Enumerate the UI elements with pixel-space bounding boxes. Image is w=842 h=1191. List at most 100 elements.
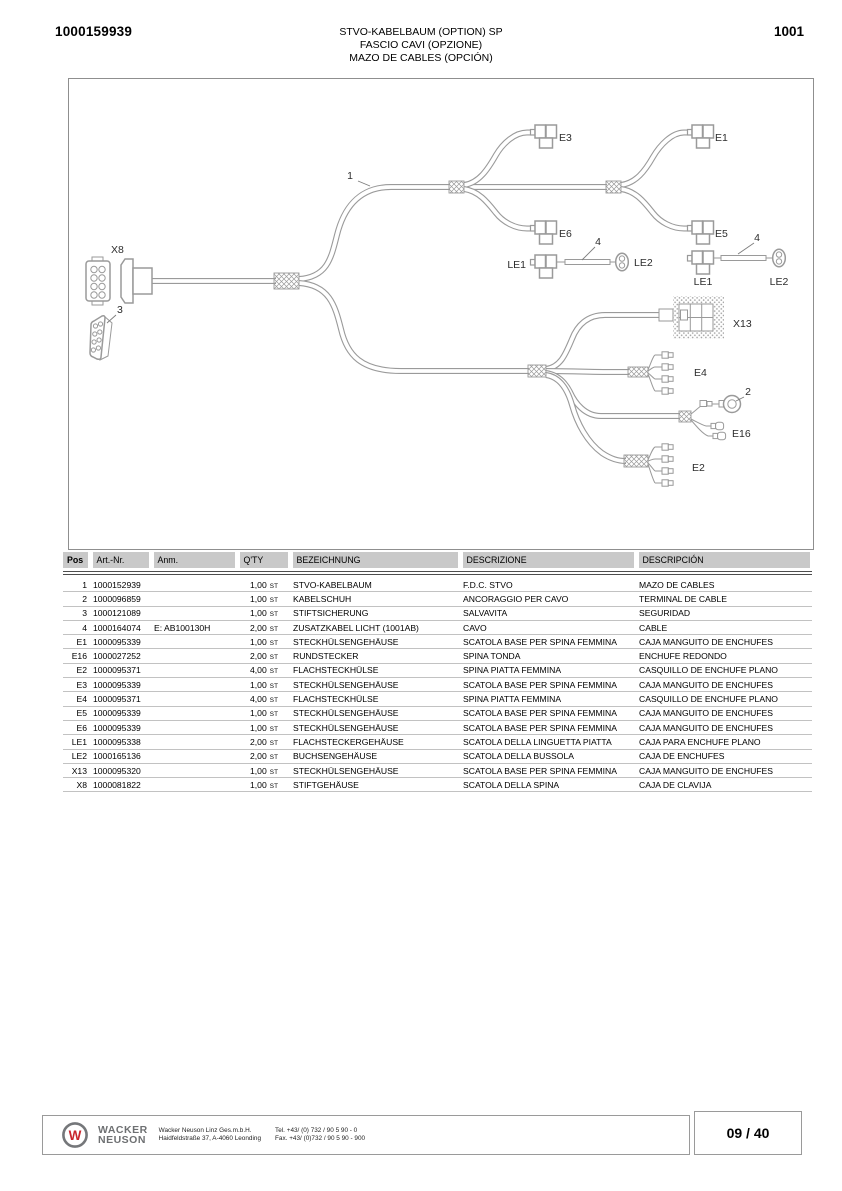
descrizione-cell: SCATOLA BASE PER SPINA FEMMINA <box>460 763 636 779</box>
descrizione-cell: ANCORAGGIO PER CAVO <box>460 591 636 607</box>
diagram-label-2: 2 <box>745 386 751 398</box>
artnr-cell: 1000095339 <box>90 634 151 650</box>
qty-value: 1,00 <box>250 708 267 719</box>
artnr-cell: 1000165136 <box>90 749 151 764</box>
qty-value: 2,00 <box>250 751 267 762</box>
bezeichnung-cell: STECKHÜLSENGEHÄUSE <box>290 763 460 779</box>
anm-cell <box>151 591 237 607</box>
bezeichnung-cell: ZUSATZKABEL LICHT (1001AB) <box>290 620 460 636</box>
col-header-anm: Anm. <box>151 552 240 568</box>
bezeichnung-cell: FLACHSTECKHÜLSE <box>290 691 460 707</box>
qty-value: 4,00 <box>250 665 267 676</box>
descrizione-cell: SPINA PIATTA FEMMINA <box>460 663 636 679</box>
wacker-neuson-logo: W <box>62 1122 88 1148</box>
descripcion-cell: CAJA MANGUITO DE ENCHUFES <box>636 706 812 721</box>
diagram-label-e16: E16 <box>732 428 751 440</box>
descripcion-cell: CAJA MANGUITO DE ENCHUFES <box>636 677 812 693</box>
descrizione-cell: SCATOLA BASE PER SPINA FEMMINA <box>460 706 636 721</box>
qty-unit: ST <box>269 611 279 619</box>
artnr-cell: 1000121089 <box>90 606 151 621</box>
artnr-cell: 1000095320 <box>90 763 151 779</box>
anm-cell <box>151 734 237 750</box>
pos-cell: LE1 <box>63 734 90 750</box>
bezeichnung-cell: STECKHÜLSENGEHÄUSE <box>290 634 460 650</box>
bezeichnung-cell: RUNDSTECKER <box>290 648 460 664</box>
anm-cell: E: AB100130H <box>151 620 237 636</box>
qty-unit: ST <box>269 625 279 633</box>
artnr-cell: 1000164074 <box>90 620 151 636</box>
col-header-pos: Pos <box>63 552 93 568</box>
anm-cell <box>151 606 237 621</box>
contact-info: Tel. +43/ (0) 732 / 90 5 90 - 0 Fax. +43… <box>275 1127 365 1144</box>
wiring-harness-diagram: X8 3 1 E3 E1 E6 E5 LE1 4 LE2 LE1 4 LE2 X… <box>85 124 788 487</box>
qty-value: 4,00 <box>250 694 267 705</box>
footer-bar: W WACKER NEUSON Wacker Neuson Linz Ges.m… <box>42 1115 690 1155</box>
descripcion-cell: CAJA DE ENCHUFES <box>636 749 812 764</box>
bezeichnung-cell: STECKHÜLSENGEHÄUSE <box>290 720 460 736</box>
bezeichnung-cell: BUCHSENGEHÄUSE <box>290 749 460 764</box>
pos-cell: 3 <box>63 606 90 621</box>
cable-sleeves <box>273 180 692 468</box>
pos-cell: X8 <box>63 777 90 793</box>
title-line-it: FASCIO CAVI (OPZIONE) <box>359 39 483 51</box>
page-indicator: 09 / 40 <box>694 1111 802 1155</box>
connector-e3 <box>529 124 558 149</box>
col-header-descrizione: DESCRIZIONE <box>460 552 639 568</box>
x8-connector <box>85 256 153 306</box>
qty-unit: ST <box>269 654 279 662</box>
col-header-qty: Q'TY <box>237 552 293 568</box>
diagram-label-e5: E5 <box>715 228 728 240</box>
descrizione-cell: CAVO <box>460 620 636 636</box>
bezeichnung-cell: KABELSCHUH <box>290 591 460 607</box>
anm-cell <box>151 578 237 593</box>
artnr-cell: 1000027252 <box>90 648 151 664</box>
descrizione-cell: SPINA PIATTA FEMMINA <box>460 691 636 707</box>
diagram-label-le2-mid: LE2 <box>634 257 653 269</box>
page-code: 1001 <box>773 24 804 39</box>
artnr-cell: 1000095371 <box>90 663 151 679</box>
pin-lock-wedge <box>89 314 113 361</box>
brand-wordmark: WACKER NEUSON <box>98 1125 148 1146</box>
anm-cell <box>151 777 237 793</box>
e4-terminals <box>647 351 674 395</box>
logo-letter: W <box>69 1128 82 1143</box>
diagram-label-le1-right: LE1 <box>694 276 713 288</box>
pos-cell: E5 <box>63 706 90 721</box>
qty-value: 2,00 <box>250 622 267 633</box>
e2-terminals <box>647 443 674 487</box>
pos-cell: E16 <box>63 648 90 664</box>
qty-unit: ST <box>269 697 279 705</box>
artnr-cell: 1000095339 <box>90 677 151 693</box>
col-header-artnr: Art.-Nr. <box>90 552 154 568</box>
anm-cell <box>151 749 237 764</box>
qty-unit: ST <box>269 711 279 719</box>
artnr-cell: 1000081822 <box>90 777 151 793</box>
anm-cell <box>151 634 237 650</box>
company-address: Wacker Neuson Linz Ges.m.b.H. Haidfeldst… <box>159 1127 261 1144</box>
connector-e1 <box>686 124 715 149</box>
descripcion-cell: SEGURIDAD <box>636 606 812 621</box>
anm-cell <box>151 720 237 736</box>
bezeichnung-cell: STECKHÜLSENGEHÄUSE <box>290 677 460 693</box>
pos-cell: E2 <box>63 663 90 679</box>
diagram-label-1: 1 <box>347 170 353 182</box>
descripcion-cell: CAJA MANGUITO DE ENCHUFES <box>636 763 812 779</box>
qty-value: 1,00 <box>250 608 267 619</box>
artnr-cell: 1000095339 <box>90 706 151 721</box>
col-header-bezeichnung: BEZEICHNUNG <box>290 552 463 568</box>
pos-cell: 4 <box>63 620 90 636</box>
